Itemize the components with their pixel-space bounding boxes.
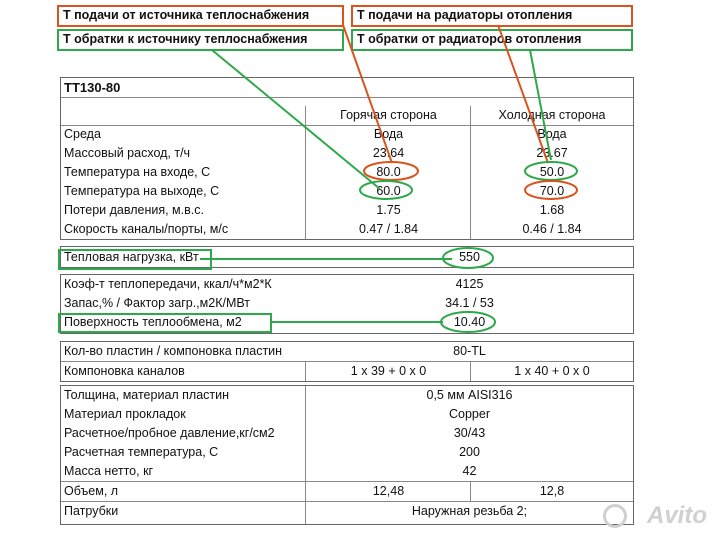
channels-label: Компоновка каналов [64,364,185,378]
highlight-hot-outlet [359,180,413,200]
exchange-value: 34.1 / 53 [445,296,494,310]
legend-cold-return-text: Т обратки от радиаторов отопления [357,32,582,46]
material-label: Расчетное/пробное давление,кг/см2 [64,426,275,440]
highlight-hot-inlet [363,161,419,181]
exchange-block: Коэф-т теплопередачи, ккал/ч*м2*К 4125 З… [60,274,634,334]
nozzles-label: Патрубки [64,504,119,518]
exchange-label: Поверхность теплообмена, м2 [64,315,242,329]
legend-cold-supply: Т подачи на радиаторы отопления [351,5,633,27]
legend-hot-supply-text: Т подачи от источника теплоснабжения [63,8,310,22]
channels-row: Компоновка каналов 1 x 39 + 0 x 0 1 x 40… [61,362,633,381]
column-divider [470,482,471,502]
plates-label: Кол-во пластин / компоновка пластин [64,344,283,358]
param-row: Массовый расход, т/ч 23.64 23.67 [61,144,633,163]
param-row: Скорость каналы/порты, м/с 0.47 / 1.84 0… [61,220,633,239]
param-hot: 60.0 [376,184,401,198]
material-value: 42 [462,464,477,478]
header-row: Горячая сторона Холодная сторона [61,106,633,126]
param-hot: 80.0 [376,165,401,179]
model-row: ТТ130-80 [61,78,633,98]
param-label: Массовый расход, т/ч [64,146,191,160]
connector-hot-supply [342,24,393,164]
volume-label: Объем, л [64,484,119,498]
material-row: Расчетное/пробное давление,кг/см2 30/43 [61,424,633,443]
param-cold: 1.68 [539,203,565,217]
material-value: Copper [449,407,490,421]
exchange-label: Запас,% / Фактор загр.,м2К/МВт [64,296,251,310]
material-label: Материал прокладок [64,407,186,421]
volume-row: Объем, л 12,48 12,8 [61,482,633,502]
highlight-cold-inlet [524,161,578,181]
material-value: 200 [459,445,480,459]
channels-cold: 1 x 40 + 0 x 0 [514,364,590,378]
highlight-surface [440,311,496,333]
param-label: Среда [64,127,101,141]
material-row: Толщина, материал пластин 0,5 мм AISI316 [61,386,633,405]
model-title: ТТ130-80 [64,80,121,95]
param-cold: 50.0 [539,165,565,179]
legend-cold-supply-text: Т подачи на радиаторы отопления [357,8,573,22]
legend-hot-return: Т обратки к источнику теплоснабжения [57,29,344,51]
material-value: 0,5 мм AISI316 [426,388,513,402]
material-row: Масса нетто, кг 42 [61,462,633,482]
material-row: Расчетная температура, С 200 [61,443,633,462]
exchange-label: Коэф-т теплопередачи, ккал/ч*м2*К [64,277,272,291]
legend-hot-return-text: Т обратки к источнику теплоснабжения [63,32,308,46]
nozzles-row: Патрубки Наружная резьба 2; [61,502,633,521]
material-label: Расчетная температура, С [64,445,219,459]
heat-load-label: Тепловая нагрузка, кВт [64,250,199,264]
materials-block: Толщина, материал пластин 0,5 мм AISI316… [60,385,634,525]
material-row: Материал прокладок Copper [61,405,633,424]
exchange-row: Поверхность теплообмена, м2 10.40 [61,313,633,332]
param-label: Потери давления, м.в.с. [64,203,204,217]
exchange-value: 10.40 [453,315,486,329]
volume-hot: 12,48 [372,484,405,498]
heat-load-block: Тепловая нагрузка, кВт 550 [60,246,634,268]
hot-side-header: Горячая сторона [340,108,437,122]
cold-side-header: Холодная сторона [498,108,606,122]
connector-cold-supply [497,24,549,164]
plates-value: 80-TL [453,344,486,358]
heat-load-row: Тепловая нагрузка, кВт 550 [61,248,633,267]
column-divider [470,106,471,239]
highlight-heat-load [442,247,494,269]
column-divider [305,386,306,524]
highlight-surface-label [58,313,272,333]
connector-hot-return [211,49,381,190]
param-row: Температура на выходе, С 60.0 70.0 [61,182,633,201]
exchange-row: Запас,% / Фактор загр.,м2К/МВт 34.1 / 53 [61,294,633,313]
param-cold: 70.0 [539,184,565,198]
volume-cold: 12,8 [539,484,565,498]
column-divider [470,362,471,381]
highlight-heat-load-label [58,249,212,270]
legend-cold-return: Т обратки от радиаторов отопления [351,29,633,51]
watermark: Avito [647,502,707,529]
param-cold: 23.67 [536,146,568,160]
highlight-cold-outlet [524,180,578,200]
exchange-row: Коэф-т теплопередачи, ккал/ч*м2*К 4125 [61,275,633,294]
column-divider [305,362,306,381]
param-cold: 0.46 / 1.84 [522,222,582,236]
param-hot: 1.75 [376,203,401,217]
material-label: Масса нетто, кг [64,464,154,478]
legend-hot-supply: Т подачи от источника теплоснабжения [57,5,344,27]
heat-load-value: 550 [459,250,480,264]
plates-row: Кол-во пластин / компоновка пластин 80-T… [61,342,633,362]
channels-hot: 1 x 39 + 0 x 0 [350,364,427,378]
column-divider [305,106,306,239]
material-value: 30/43 [453,426,486,440]
param-hot: 0.47 / 1.84 [358,222,419,236]
param-row: Температура на входе, С 80.0 50.0 [61,163,633,182]
connector-cold-return [529,49,552,161]
param-label: Температура на выходе, С [64,184,220,198]
param-row: Потери давления, м.в.с. 1.75 1.68 [61,201,633,220]
exchange-value: 4125 [455,277,484,291]
nozzles-value: Наружная резьба 2; [411,504,528,518]
param-label: Температура на входе, С [64,165,211,179]
avito-logo-icon [603,504,627,528]
param-label: Скорость каналы/порты, м/с [64,222,229,236]
material-label: Толщина, материал пластин [64,388,230,402]
plates-block: Кол-во пластин / компоновка пластин 80-T… [60,341,634,382]
